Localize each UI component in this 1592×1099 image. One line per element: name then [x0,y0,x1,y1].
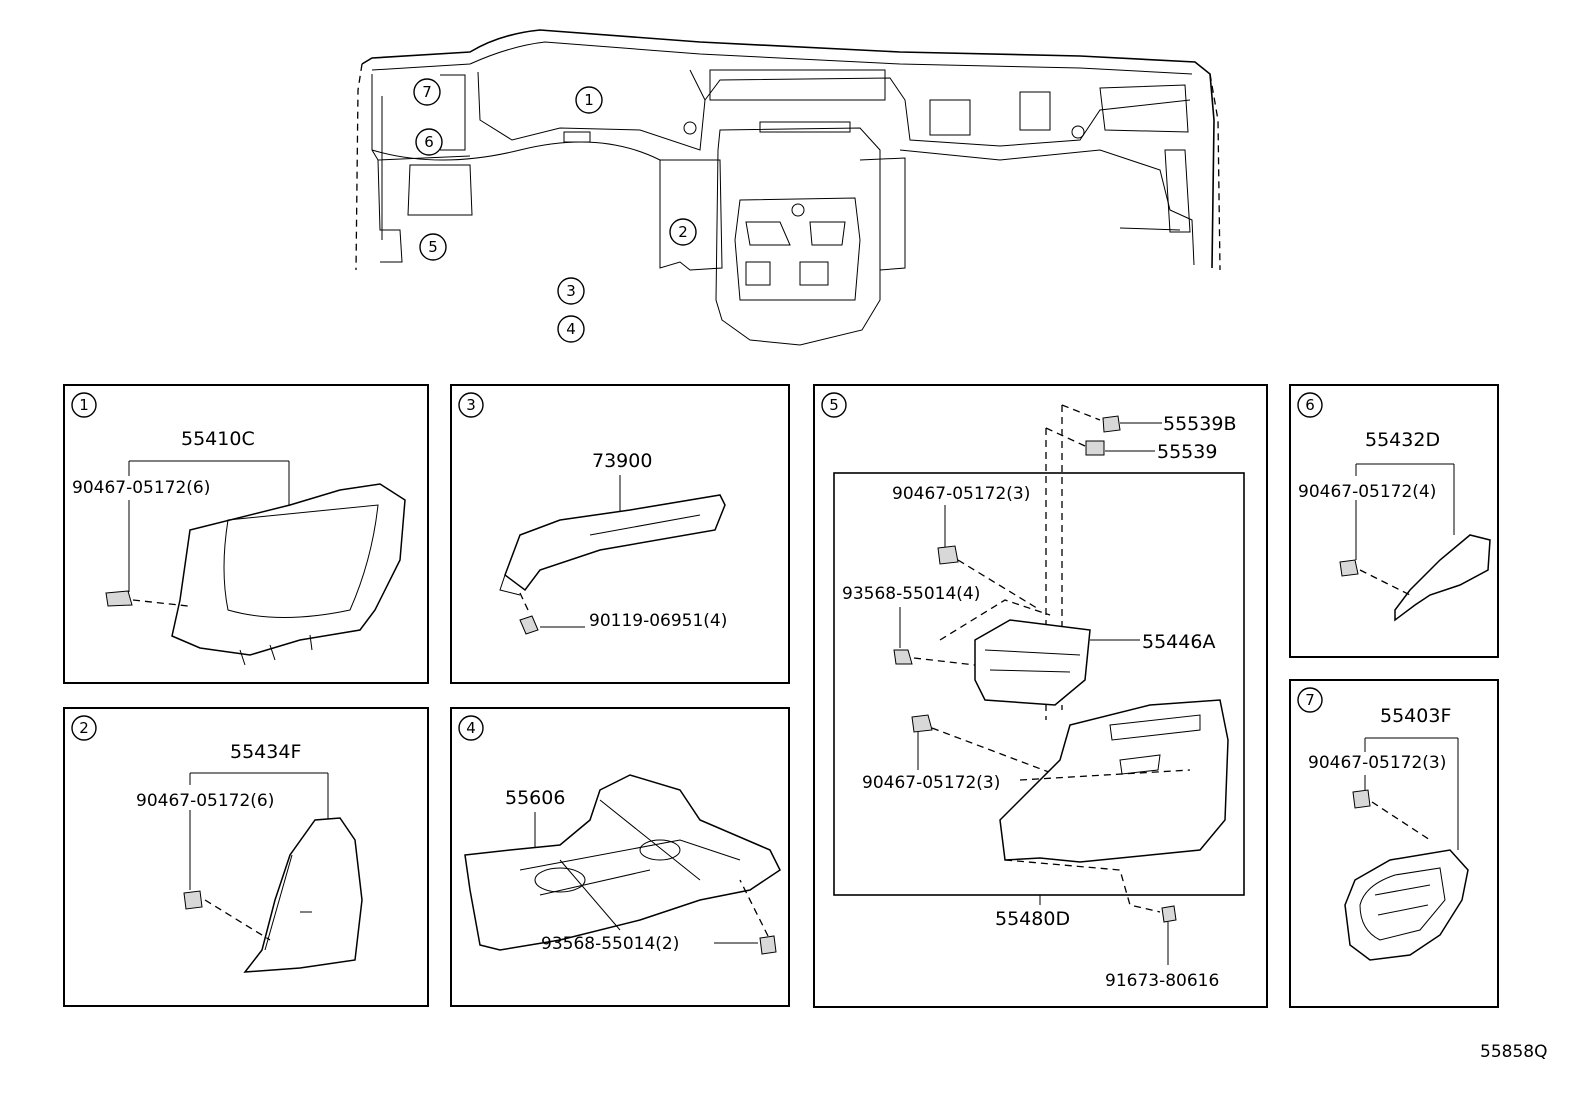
fastener-label[interactable]: 90467-05172(6) [136,791,274,811]
panel-index: 1 [79,396,89,414]
panel-6: 6 55432D 90467-05172(4) [1289,384,1499,658]
fastener-label[interactable]: 90467-05172(3) [862,773,1000,793]
svg-text:7: 7 [422,83,432,101]
screw-icon [1161,905,1177,923]
undercover-55606-shape[interactable] [464,774,781,951]
panel-index: 4 [466,719,476,737]
fastener-label[interactable]: 93568-55014(2) [541,934,679,954]
trim-55434F-shape[interactable] [243,817,363,973]
trim-55432D-shape[interactable] [1394,534,1491,622]
cluster-bezel-55410C-shape[interactable] [171,483,406,656]
overview-callouts: 7 1 6 2 5 3 4 [413,78,697,343]
panel-index: 6 [1305,396,1315,414]
svg-text:2: 2 [678,223,688,241]
panel-2: 2 55434F 90467-05172(6) [63,707,429,1007]
fastener-label[interactable]: 90467-05172(6) [72,478,210,498]
clip-icon [183,890,203,910]
panel-1: 1 55410C 90467-05172(6) [63,384,429,684]
clip-icon [1085,440,1105,456]
clip-icon [1102,415,1121,433]
fastener-label[interactable]: 90467-05172(3) [892,484,1030,504]
callout-2[interactable]: 2 [669,218,697,246]
callout-7[interactable]: 7 [413,78,441,106]
screw-icon [759,935,777,955]
svg-text:1: 1 [584,91,594,109]
panel-3: 3 73900 90119-06951(4) [450,384,790,684]
callout-6[interactable]: 6 [415,128,443,156]
lower-finish-panel-55480D-shape[interactable] [999,699,1229,863]
part-number-label[interactable]: 55432D [1365,429,1440,451]
fastener-label[interactable]: 91673-80616 [1105,971,1219,991]
screw-icon [893,649,913,665]
svg-text:3: 3 [566,282,576,300]
panel-index: 2 [79,719,89,737]
part-number-label[interactable]: 73900 [592,450,652,472]
callout-3[interactable]: 3 [557,277,585,305]
callout-5[interactable]: 5 [419,233,447,261]
clip-icon [105,590,133,607]
bracket-55446A-shape[interactable] [974,619,1091,706]
sub-part-label[interactable]: 55446A [1142,631,1215,653]
clip-icon [911,714,933,733]
fastener-label[interactable]: 90467-05172(3) [1308,753,1446,773]
diagram-id: 55858Q [1480,1042,1547,1062]
screw-icon [519,615,539,635]
glove-box-73900-shape[interactable] [504,494,726,592]
vent-55403F-shape[interactable] [1344,849,1469,961]
panel-7: 7 55403F 90467-05172(3) [1289,679,1499,1008]
callout-4[interactable]: 4 [557,315,585,343]
fastener-label[interactable]: 90119-06951(4) [589,611,727,631]
part-number-label[interactable]: 55434F [230,741,301,763]
part-number-label[interactable]: 55606 [505,787,565,809]
panel-index: 7 [1305,691,1315,709]
fastener-label[interactable]: 93568-55014(4) [842,584,980,604]
panel-index: 5 [829,396,839,414]
svg-text:5: 5 [428,238,438,256]
svg-text:6: 6 [424,133,434,151]
panel-index: 3 [466,396,476,414]
clip-icon [1352,789,1371,809]
part-number-label[interactable]: 55403F [1380,705,1451,727]
svg-text:4: 4 [566,320,576,338]
dashboard-overview [355,29,1221,346]
sub-part-label[interactable]: 55539 [1157,441,1217,463]
sub-part-label[interactable]: 55539B [1163,413,1236,435]
part-number-label[interactable]: 55480D [995,908,1070,930]
part-number-label[interactable]: 55410C [181,428,255,450]
callout-1[interactable]: 1 [575,86,603,114]
panel-4: 4 55606 93568-55014(2) [450,707,790,1007]
clip-icon [1339,559,1359,577]
fastener-label[interactable]: 90467-05172(4) [1298,482,1436,502]
panel-5: 5 55539B 55539 90467-05172(3) 93568-5501… [813,384,1268,1008]
clip-icon [937,545,959,565]
